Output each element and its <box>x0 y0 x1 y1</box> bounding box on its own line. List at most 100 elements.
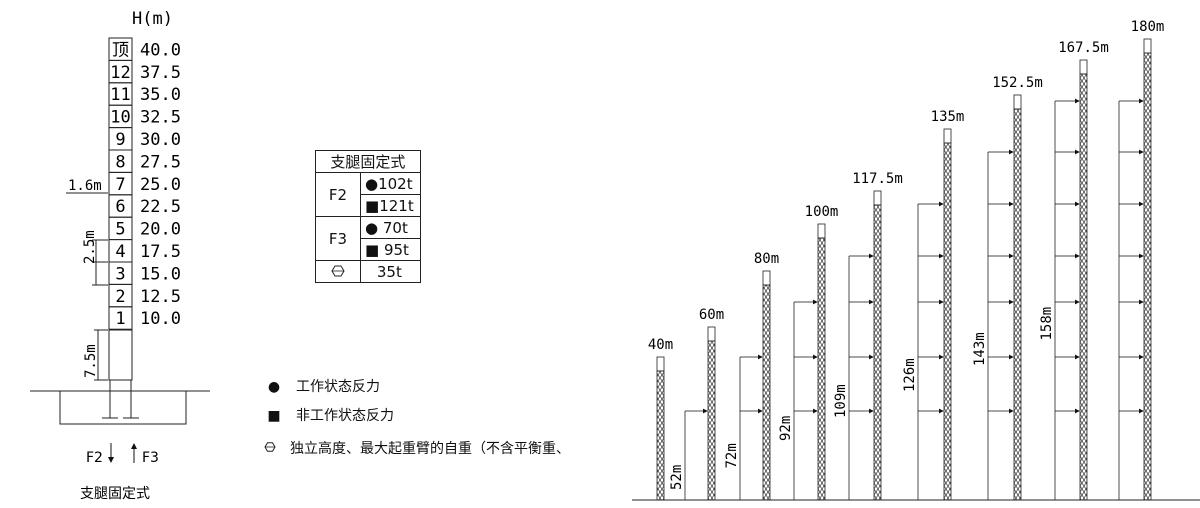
tower-height-label: 40m <box>648 337 673 353</box>
weight-value: 35t <box>360 260 421 283</box>
segment-height: 35.0 <box>140 85 181 105</box>
segment-number: 顶 <box>112 40 129 60</box>
tower-height-label: 80m <box>754 251 779 267</box>
segment-number: 6 <box>115 197 125 217</box>
tower-support-label: 158m <box>1039 307 1055 341</box>
nonwork-square-icon: ■ <box>267 408 281 424</box>
segment-number: 1 <box>115 309 125 329</box>
tower-support-label: 126m <box>902 358 918 392</box>
tower-mast <box>1013 108 1022 501</box>
segment-number: 10 <box>110 108 130 128</box>
segment-number: 2 <box>115 287 125 307</box>
tower-height-label: 152.5m <box>992 75 1043 91</box>
segment-number: 5 <box>115 220 125 240</box>
tower-top-cap <box>1013 94 1022 110</box>
legend-nonwork-label: 非工作状态反力 <box>296 408 394 424</box>
tower-height-label: 100m <box>805 204 839 220</box>
tower-mast <box>656 370 665 501</box>
segment-height: 40.0 <box>140 40 181 60</box>
tower-top-cap <box>762 270 771 286</box>
dim-1-6-label: 1.6m <box>68 178 102 194</box>
f2-label: F2 <box>315 172 361 217</box>
tower-mast <box>1143 52 1152 501</box>
segment-height: 17.5 <box>140 242 181 262</box>
hex-weight-icon <box>331 265 345 276</box>
load-table-header: 支腿固定式 <box>315 150 421 173</box>
tower-height-label: 180m <box>1131 19 1165 35</box>
f2-work-cell: ●102t <box>360 172 421 195</box>
nonwork-square-icon: ■ <box>365 240 384 259</box>
legend-nonwork: ■ 非工作状态反力 <box>264 405 394 425</box>
tower-mast <box>762 284 771 501</box>
segment-height: 37.5 <box>140 63 181 83</box>
segment-height: 25.0 <box>140 175 181 195</box>
segment-height: 27.5 <box>140 152 181 172</box>
tower-top-cap <box>1143 38 1152 54</box>
tower-mast <box>943 142 952 501</box>
base-section <box>108 329 133 381</box>
force-f3-label: F3 <box>142 450 159 466</box>
load-table: 支腿固定式 F2 ●102t ■121t F3 ● 70t ■ 95t 35t <box>315 150 421 283</box>
f3-nonwork-value: 95t <box>383 240 409 259</box>
segment-height: 22.5 <box>140 197 181 217</box>
nonwork-square-icon: ■ <box>365 196 380 215</box>
h-header: H(m) <box>132 9 173 29</box>
tower-top-cap <box>656 356 665 372</box>
segment-height: 15.0 <box>140 264 181 284</box>
f3-work-value: 70t <box>382 218 408 237</box>
tower-mast <box>707 340 716 501</box>
dim-7-5-label: 7.5m <box>83 344 99 378</box>
tower-support-label: 72m <box>724 443 740 468</box>
segment-number: 3 <box>115 264 125 284</box>
tower-mast <box>1079 73 1088 501</box>
f3-nonwork-cell: ■ 95t <box>360 238 421 261</box>
tower-segment <box>108 306 133 330</box>
f2-nonwork-value: 121t <box>379 196 414 215</box>
f2-nonwork-cell: ■121t <box>360 194 421 217</box>
tower-support-label: 52m <box>669 465 685 490</box>
legend-work-label: 工作状态反力 <box>296 379 380 395</box>
tower-height-label: 60m <box>699 307 724 323</box>
foundation <box>59 391 187 425</box>
segment-number: 7 <box>115 175 125 195</box>
work-dot-icon: ● <box>365 218 383 237</box>
segment-height: 30.0 <box>140 130 181 150</box>
f2-work-value: 102t <box>378 174 413 193</box>
tower-top-cap <box>873 190 882 206</box>
tower-support-label: 92m <box>778 416 794 441</box>
f3-label: F3 <box>315 216 361 261</box>
tower-height-label: 167.5m <box>1058 40 1109 56</box>
tower-support-label: 143m <box>972 332 988 366</box>
segment-height: 20.0 <box>140 220 181 240</box>
segment-number: 4 <box>115 242 125 262</box>
weight-icon-cell <box>315 260 361 283</box>
segment-number: 11 <box>110 85 130 105</box>
segment-height: 32.5 <box>140 108 181 128</box>
tower-top-cap <box>707 326 716 342</box>
tower-support-label: 109m <box>833 384 849 418</box>
tower-top-cap <box>1079 59 1088 75</box>
tower-series: 40m60m52m80m72m100m92m117.5m109m135m126m… <box>632 19 1200 501</box>
tower-mast <box>873 204 882 501</box>
segment-height: 12.5 <box>140 287 181 307</box>
dim-2-5-label: 2.5m <box>82 230 98 264</box>
force-f2-label: F2 <box>86 450 103 466</box>
weight-legend-icon <box>264 442 276 452</box>
legend-weight-label: 独立高度、最大起重臂的自重（不含平衡重、 <box>290 441 570 457</box>
left-caption: 支腿固定式 <box>80 486 150 502</box>
work-dot-icon: ● <box>267 379 281 395</box>
segment-number: 8 <box>115 152 125 172</box>
legend-weight: 独立高度、最大起重臂的自重（不含平衡重、 <box>290 438 570 458</box>
segment-number: 9 <box>115 130 125 150</box>
tower-mast <box>817 237 826 501</box>
tower-top-cap <box>817 223 826 239</box>
segment-height: 10.0 <box>140 309 181 329</box>
segment-number: 12 <box>110 63 130 83</box>
f3-work-cell: ● 70t <box>360 216 421 239</box>
work-dot-icon: ● <box>365 174 379 193</box>
tower-top-cap <box>943 128 952 144</box>
tower-height-label: 117.5m <box>852 171 903 187</box>
